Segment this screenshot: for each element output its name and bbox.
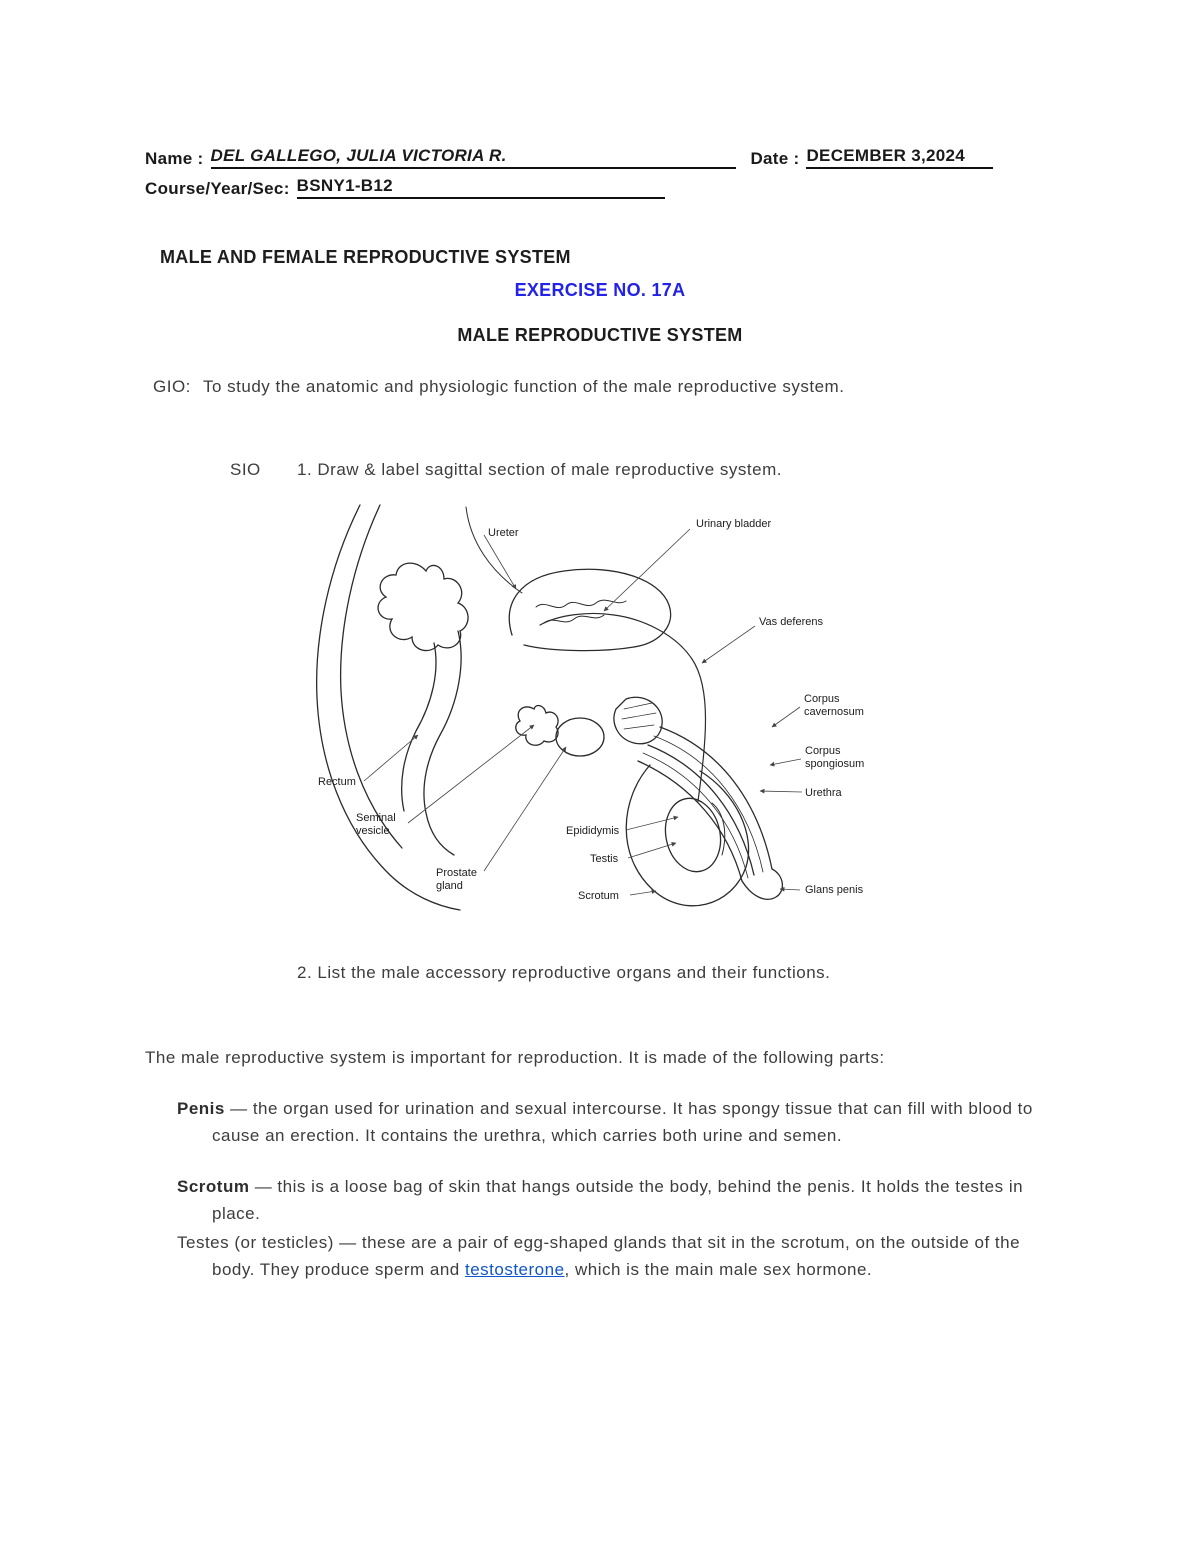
testes-description-lead: Testes (or testicles) — these are a pair… xyxy=(177,1233,1021,1279)
diagram-label-seminal-vesicle-2: vesicle xyxy=(356,825,390,837)
diagram-label-scrotum: Scrotum xyxy=(578,890,619,902)
course-label: Course/Year/Sec: xyxy=(145,179,290,198)
diagram-label-corpus-cavernosum-2: cavernosum xyxy=(804,706,864,718)
sio-item-1: 1. Draw & label sagittal section of male… xyxy=(297,460,782,479)
penis-term: Penis xyxy=(177,1099,225,1118)
testes-definition: Testes (or testicles) — these are a pair… xyxy=(177,1229,1055,1283)
penis-description: — the organ used for urination and sexua… xyxy=(212,1099,1033,1145)
scrotum-term: Scrotum xyxy=(177,1177,250,1196)
diagram-label-seminal-vesicle-1: Seminal xyxy=(356,812,396,824)
anatomy-figure: Ureter Urinary bladder Vas deferens Corp… xyxy=(308,503,1055,913)
scrotum-description: — this is a loose bag of skin that hangs… xyxy=(212,1177,1024,1223)
header-row-course: Course/Year/Sec: BSNY1-B12 xyxy=(145,176,1055,199)
anatomy-outline xyxy=(316,504,783,911)
diagram-label-urethra: Urethra xyxy=(805,787,843,799)
testes-description-tail: , which is the main male sex hormone. xyxy=(564,1260,873,1279)
section-title: MALE REPRODUCTIVE SYSTEM xyxy=(457,325,743,345)
intro-paragraph: The male reproductive system is importan… xyxy=(145,1048,885,1067)
diagram-label-testis: Testis xyxy=(590,853,619,865)
diagram-label-corpus-spongiosum-1: Corpus xyxy=(805,745,841,757)
diagram-label-prostate-gland-1: Prostate xyxy=(436,867,477,879)
testosterone-link[interactable]: testosterone xyxy=(464,1260,565,1279)
course-value: BSNY1-B12 xyxy=(296,176,665,199)
name-value: DEL GALLEGO, JULIA VICTORIA R. xyxy=(210,146,737,169)
diagram-label-ureter: Ureter xyxy=(488,527,519,539)
main-title: MALE AND FEMALE REPRODUCTIVE SYSTEM xyxy=(160,247,571,267)
diagram-label-prostate-gland-2: gland xyxy=(436,880,463,892)
name-label: Name : xyxy=(145,149,204,168)
diagram-label-epididymis: Epididymis xyxy=(566,825,620,837)
diagram-label-glans-penis: Glans penis xyxy=(805,884,864,896)
scrotum-definition: Scrotum — this is a loose bag of skin th… xyxy=(177,1173,1055,1227)
exercise-number-title: EXERCISE NO. 17A xyxy=(514,280,686,300)
diagram-label-rectum: Rectum xyxy=(318,776,356,788)
diagram-label-urinary-bladder: Urinary bladder xyxy=(696,518,772,530)
diagram-label-corpus-spongiosum-2: spongiosum xyxy=(805,758,864,770)
diagram-leader-lines xyxy=(363,528,803,896)
gio-objective: GIO: To study the anatomic and physiolog… xyxy=(153,373,1055,400)
sio-item-2: 2. List the male accessory reproductive … xyxy=(297,963,831,982)
diagram-label-vas-deferens: Vas deferens xyxy=(759,616,824,628)
sio-objective: SIO 1. Draw & label sagittal section of … xyxy=(230,456,1055,483)
gio-text: To study the anatomic and physiologic fu… xyxy=(203,377,845,396)
document-header: Name : DEL GALLEGO, JULIA VICTORIA R. Da… xyxy=(145,146,1055,199)
diagram-label-corpus-cavernosum-1: Corpus xyxy=(804,693,840,705)
sio-label: SIO xyxy=(230,460,261,479)
date-label: Date : xyxy=(750,149,800,168)
penis-definition: Penis — the organ used for urination and… xyxy=(177,1095,1055,1149)
date-value: DECEMBER 3,2024 xyxy=(806,146,993,169)
header-row-name-date: Name : DEL GALLEGO, JULIA VICTORIA R. Da… xyxy=(145,146,993,169)
gio-label: GIO: xyxy=(153,377,191,396)
sagittal-section-diagram: Ureter Urinary bladder Vas deferens Corp… xyxy=(316,504,864,911)
